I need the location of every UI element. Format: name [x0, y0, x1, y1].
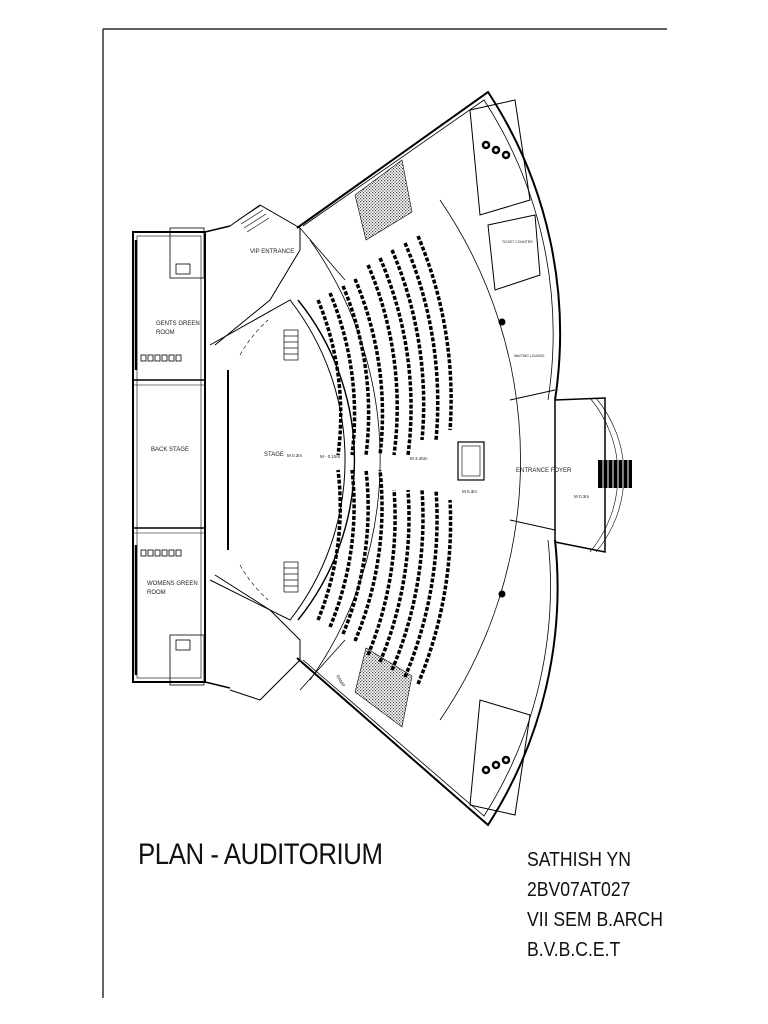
level-lines [299, 199, 521, 721]
author-semester: VII SEM B.ARCH [527, 909, 663, 931]
label-back-stage: BACK STAGE [151, 447, 189, 453]
hatched-aisle-bottom [354, 647, 413, 728]
label-waiting-lounge: WAITING LOUNGE [514, 354, 545, 358]
entrance-porch [554, 397, 632, 553]
label-ticket-counter: TICKET COUNTER [502, 240, 533, 244]
label-vip-entrance: VIP ENTRANCE [250, 249, 294, 255]
drawing-title: PLAN - AUDITORIUM [138, 838, 383, 871]
label-womens-green-room-2: ROOM [147, 590, 166, 596]
author-id: 2BV07AT027 [527, 879, 631, 901]
seating-rows [316, 235, 453, 685]
stage-area [204, 204, 356, 701]
green-rooms-block [132, 225, 231, 689]
label-womens-green-room-1: WOMENS GREEN [147, 581, 198, 587]
author-info: SATHISH YN 2BV07AT027 VII SEM B.ARCH B.V… [527, 845, 663, 965]
level-foyer: M 0.3m [574, 494, 589, 499]
room-labels: VIP ENTRANCE GENTS GREEN ROOM BACK STAGE… [147, 240, 572, 596]
label-entrance-foyer: ENTRANCE FOYER [516, 468, 572, 474]
level-labels: M 0.3m M - 0.15m M 3.45m M 0.3m M 0.3m R… [287, 453, 589, 688]
author-name: SATHISH YN [527, 849, 632, 871]
hatched-aisle-top [354, 159, 413, 241]
level-orchestra: M - 0.15m [320, 454, 341, 459]
level-upper: M 3.45m [410, 456, 428, 461]
level-stage: M 0.3m [287, 453, 302, 458]
auditorium-outline [296, 90, 562, 827]
foyer-rooms [469, 99, 556, 816]
level-control: M 0.3m [462, 489, 477, 494]
label-gents-green-room-2: ROOM [156, 330, 175, 336]
label-ramp: RAMP [335, 674, 346, 688]
label-gents-green-room-1: GENTS GREEN [156, 321, 200, 327]
label-stage: STAGE [264, 452, 284, 458]
author-college: B.V.B.C.E.T [527, 939, 621, 961]
